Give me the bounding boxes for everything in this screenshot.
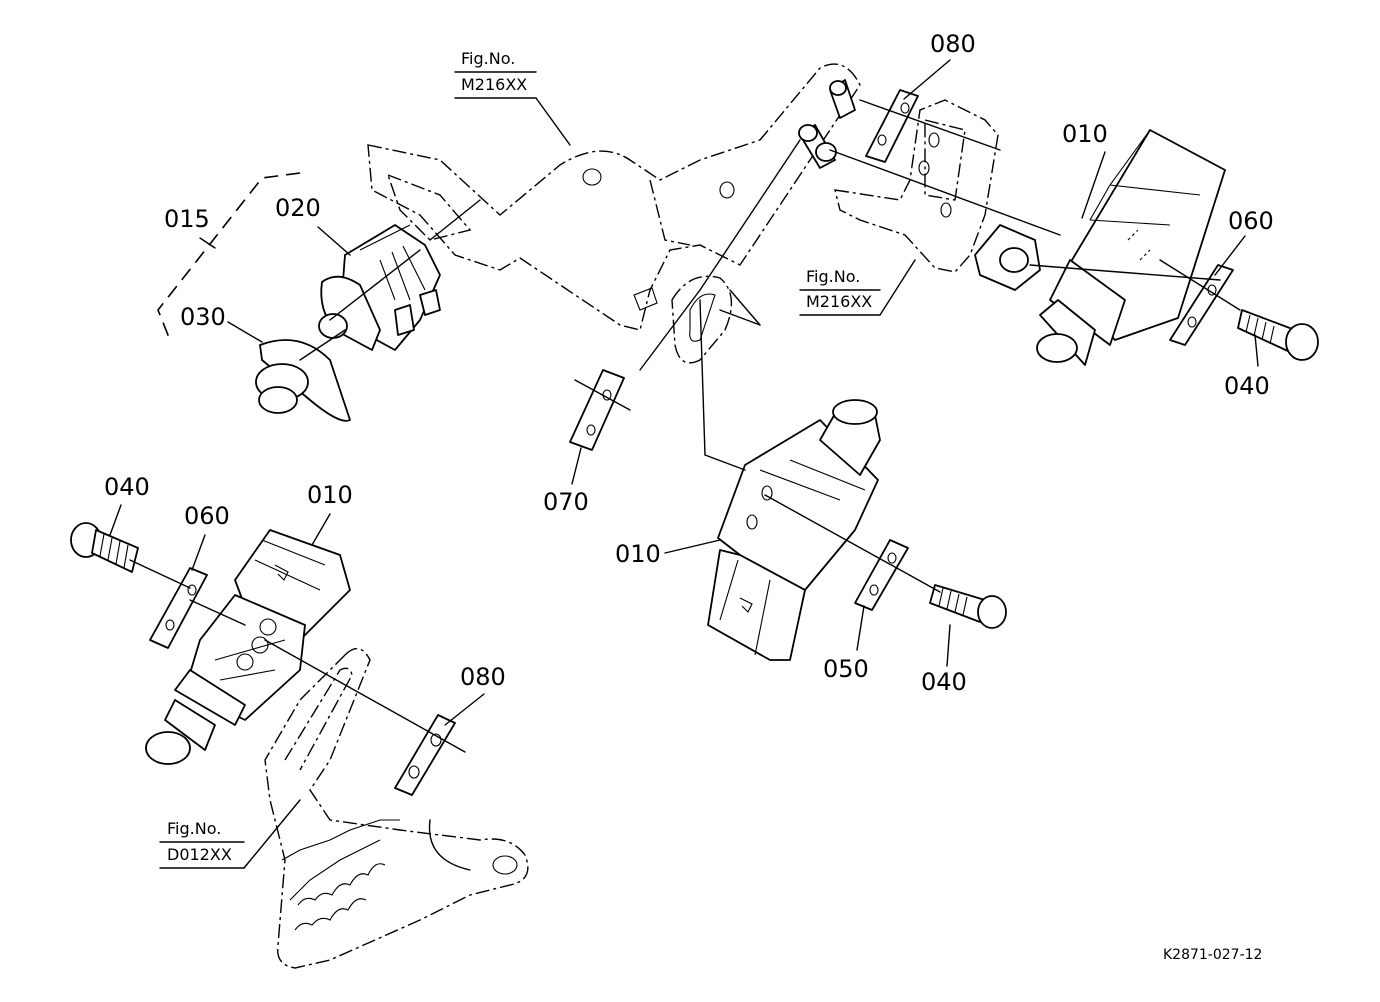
figure-ref-top: Fig.No. M216XX: [454, 49, 537, 99]
figure-ref-bottom-label: Fig.No.: [167, 819, 221, 838]
screw-040-top: [1237, 309, 1319, 361]
assembly-lines: [129, 99, 1241, 753]
figure-ref-right-label: Fig.No.: [806, 267, 860, 286]
limit-switch-020: [318, 224, 441, 351]
switch-010-left: [145, 529, 351, 765]
callout-040-top: 040: [1224, 372, 1270, 400]
callout-030: 030: [180, 303, 226, 331]
lower-bracket-phantom: [264, 647, 529, 969]
pins-pair: [798, 79, 856, 169]
callout-050: 050: [823, 655, 869, 683]
drawing-code: K2871-027-12: [1163, 947, 1262, 963]
callout-040-left: 040: [104, 473, 150, 501]
plate-060-left: [149, 567, 208, 649]
figure-ref-top-label: Fig.No.: [461, 49, 515, 68]
callout-015: 015: [164, 205, 210, 233]
figure-ref-bottom: Fig.No. D012XX: [159, 819, 245, 869]
figure-ref-right: Fig.No. M216XX: [799, 267, 881, 316]
callout-010-left: 010: [307, 481, 353, 509]
plate-050: [854, 539, 909, 611]
callout-labels: 010 060 040 080 020 015 030 070 010 050 …: [104, 30, 1274, 696]
right-bracket-phantom: [834, 99, 999, 273]
callout-060-left: 060: [184, 502, 230, 530]
callout-040-center: 040: [921, 668, 967, 696]
callout-010-top: 010: [1062, 120, 1108, 148]
screw-040-center: [929, 584, 1007, 629]
figure-ref-top-code: M216XX: [461, 75, 527, 94]
upper-bracket-phantom: [367, 63, 861, 331]
screw-040-left: [70, 522, 139, 573]
switch-010-center: [707, 399, 881, 661]
center-slot-plate-phantom: [671, 275, 733, 364]
switch-010-top: [1036, 129, 1226, 366]
callout-010-center: 010: [615, 540, 661, 568]
plate-080-top: [865, 89, 919, 163]
callout-060-top: 060: [1228, 207, 1274, 235]
plate-080-left: [394, 714, 456, 796]
callout-070: 070: [543, 488, 589, 516]
callout-080-top: 080: [930, 30, 976, 58]
callout-020: 020: [275, 194, 321, 222]
leader-lines: [109, 59, 1259, 869]
figure-ref-right-code: M216XX: [806, 292, 872, 311]
spacer-nut: [974, 224, 1041, 291]
plate-070: [569, 369, 625, 451]
figure-ref-bottom-code: D012XX: [167, 845, 232, 864]
switch-boot-030: [255, 339, 351, 422]
callout-080-left: 080: [460, 663, 506, 691]
